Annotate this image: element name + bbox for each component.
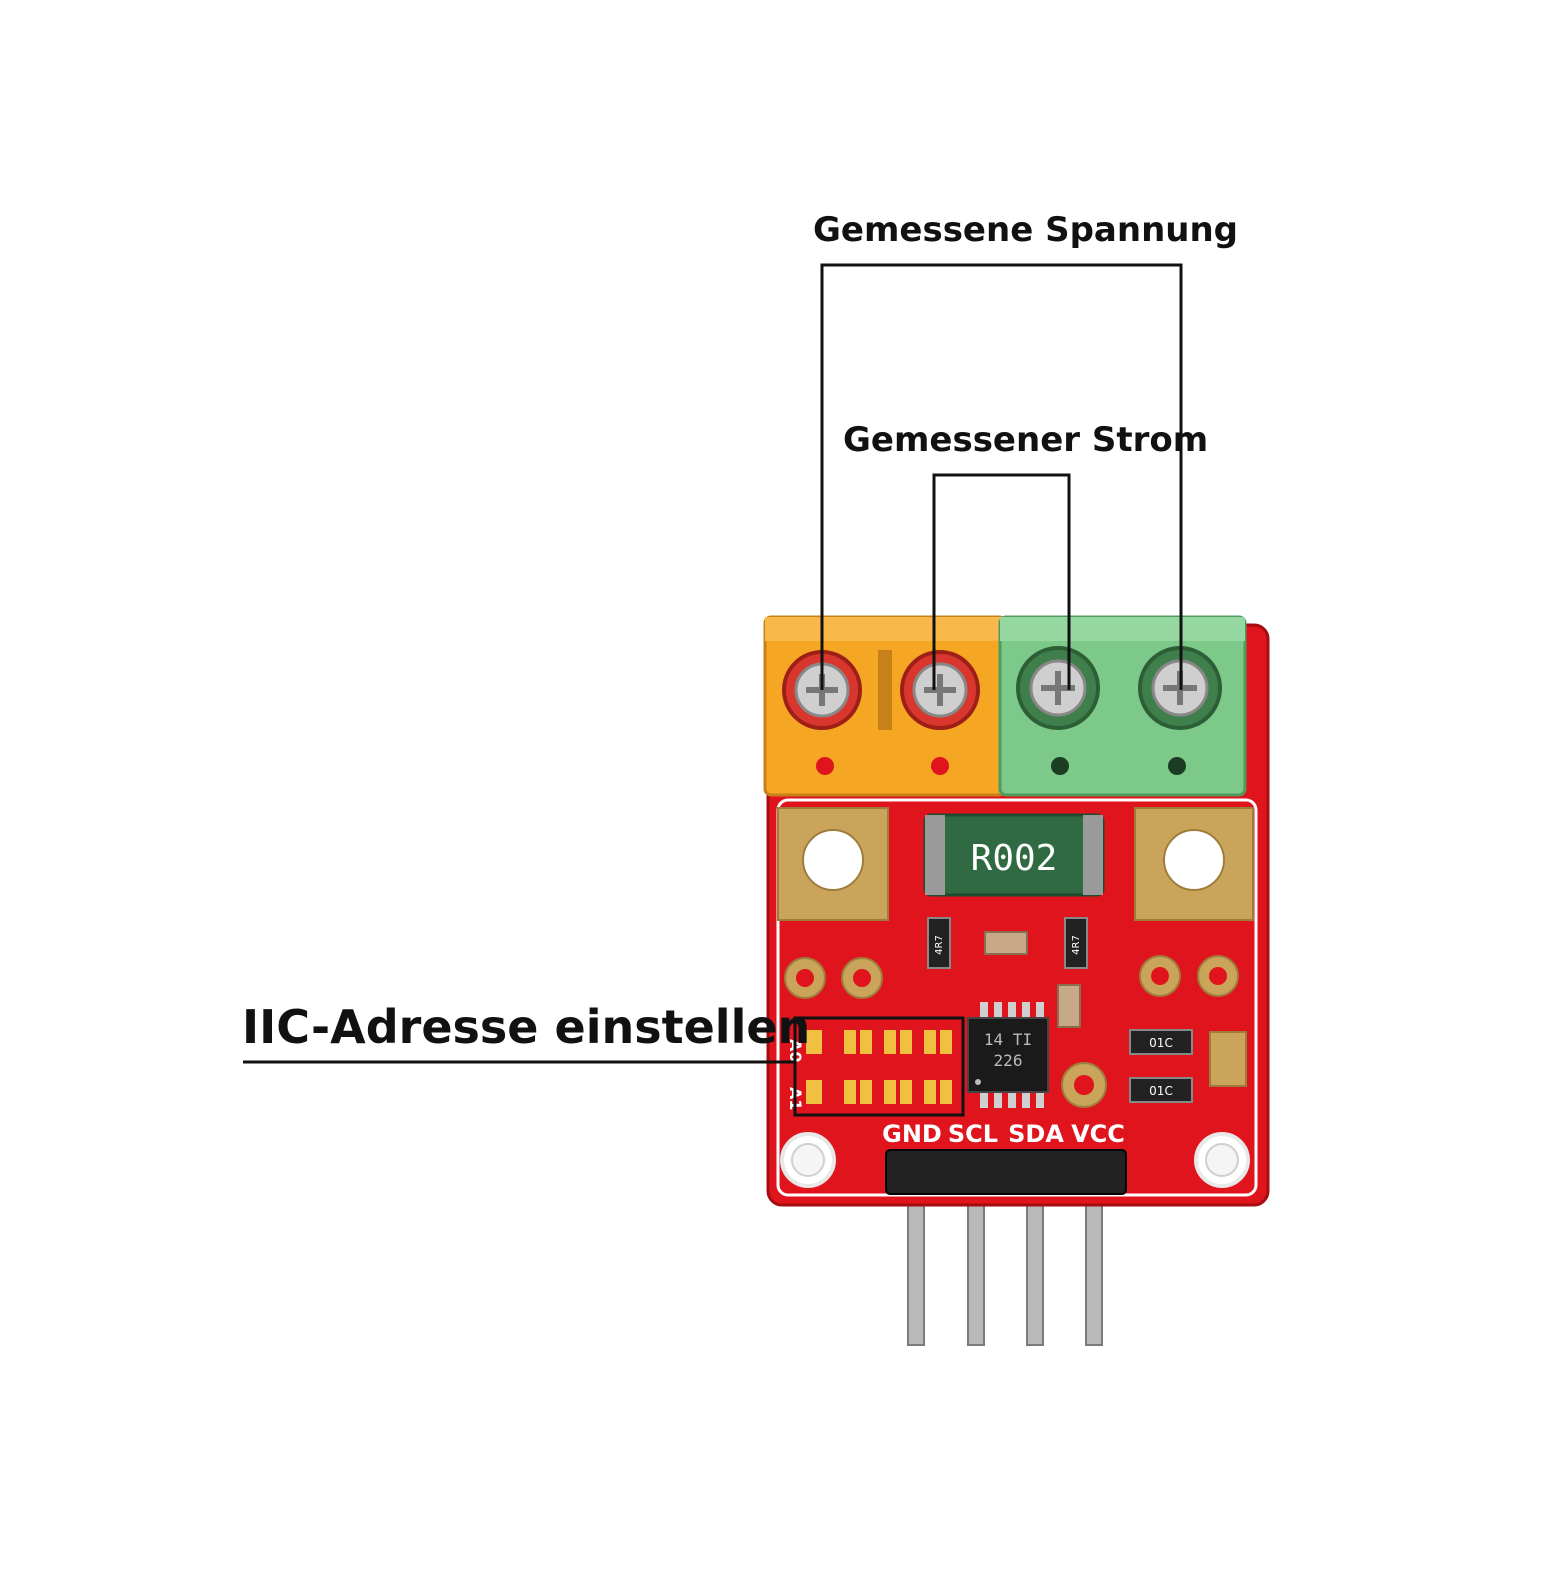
shunt-resistor: R002 — [923, 813, 1105, 897]
pin-label-scl: SCL — [948, 1120, 998, 1148]
current-bracket — [932, 473, 1071, 690]
resistor-top-label: 01C — [1149, 1036, 1173, 1050]
gold-pads — [777, 807, 1254, 921]
pin-label-vcc: VCC — [1071, 1120, 1125, 1148]
pin-labels: GND SCL SDA VCC — [882, 1120, 1125, 1148]
address-jumpers[interactable]: A0 A1 — [786, 1016, 965, 1117]
shunt-marking: R002 — [971, 838, 1058, 879]
pin-header — [885, 1149, 1127, 1195]
pin-label-sda: SDA — [1008, 1120, 1064, 1148]
orange-terminal-block — [763, 615, 1007, 797]
resistor-left-label: 4R7 — [934, 935, 945, 955]
through-hole-pads — [784, 955, 1239, 1108]
sense-resistors: 01C 01C — [1129, 1029, 1247, 1103]
mounting-holes — [780, 1132, 1250, 1188]
resistor-right-label: 4R7 — [1071, 935, 1082, 955]
chip-marking-line1: 14 TI — [984, 1030, 1032, 1049]
chip-marking-line2: 226 — [994, 1051, 1023, 1070]
voltage-callout-label: Gemessene Spannung — [813, 210, 1239, 250]
resistor-bottom-label: 01C — [1149, 1084, 1173, 1098]
pin-label-gnd: GND — [882, 1120, 942, 1148]
small-resistors: 4R7 4R7 — [927, 917, 1088, 1028]
callout-lines — [243, 263, 1183, 1064]
current-callout-label: Gemessener Strom — [843, 420, 1209, 460]
voltage-bracket — [820, 263, 1183, 690]
iic-address-callout-label: IIC-Adresse einstellen — [242, 1000, 811, 1054]
green-terminal-block — [998, 615, 1247, 797]
ina226-chip: 14 TI 226 — [967, 1002, 1049, 1108]
